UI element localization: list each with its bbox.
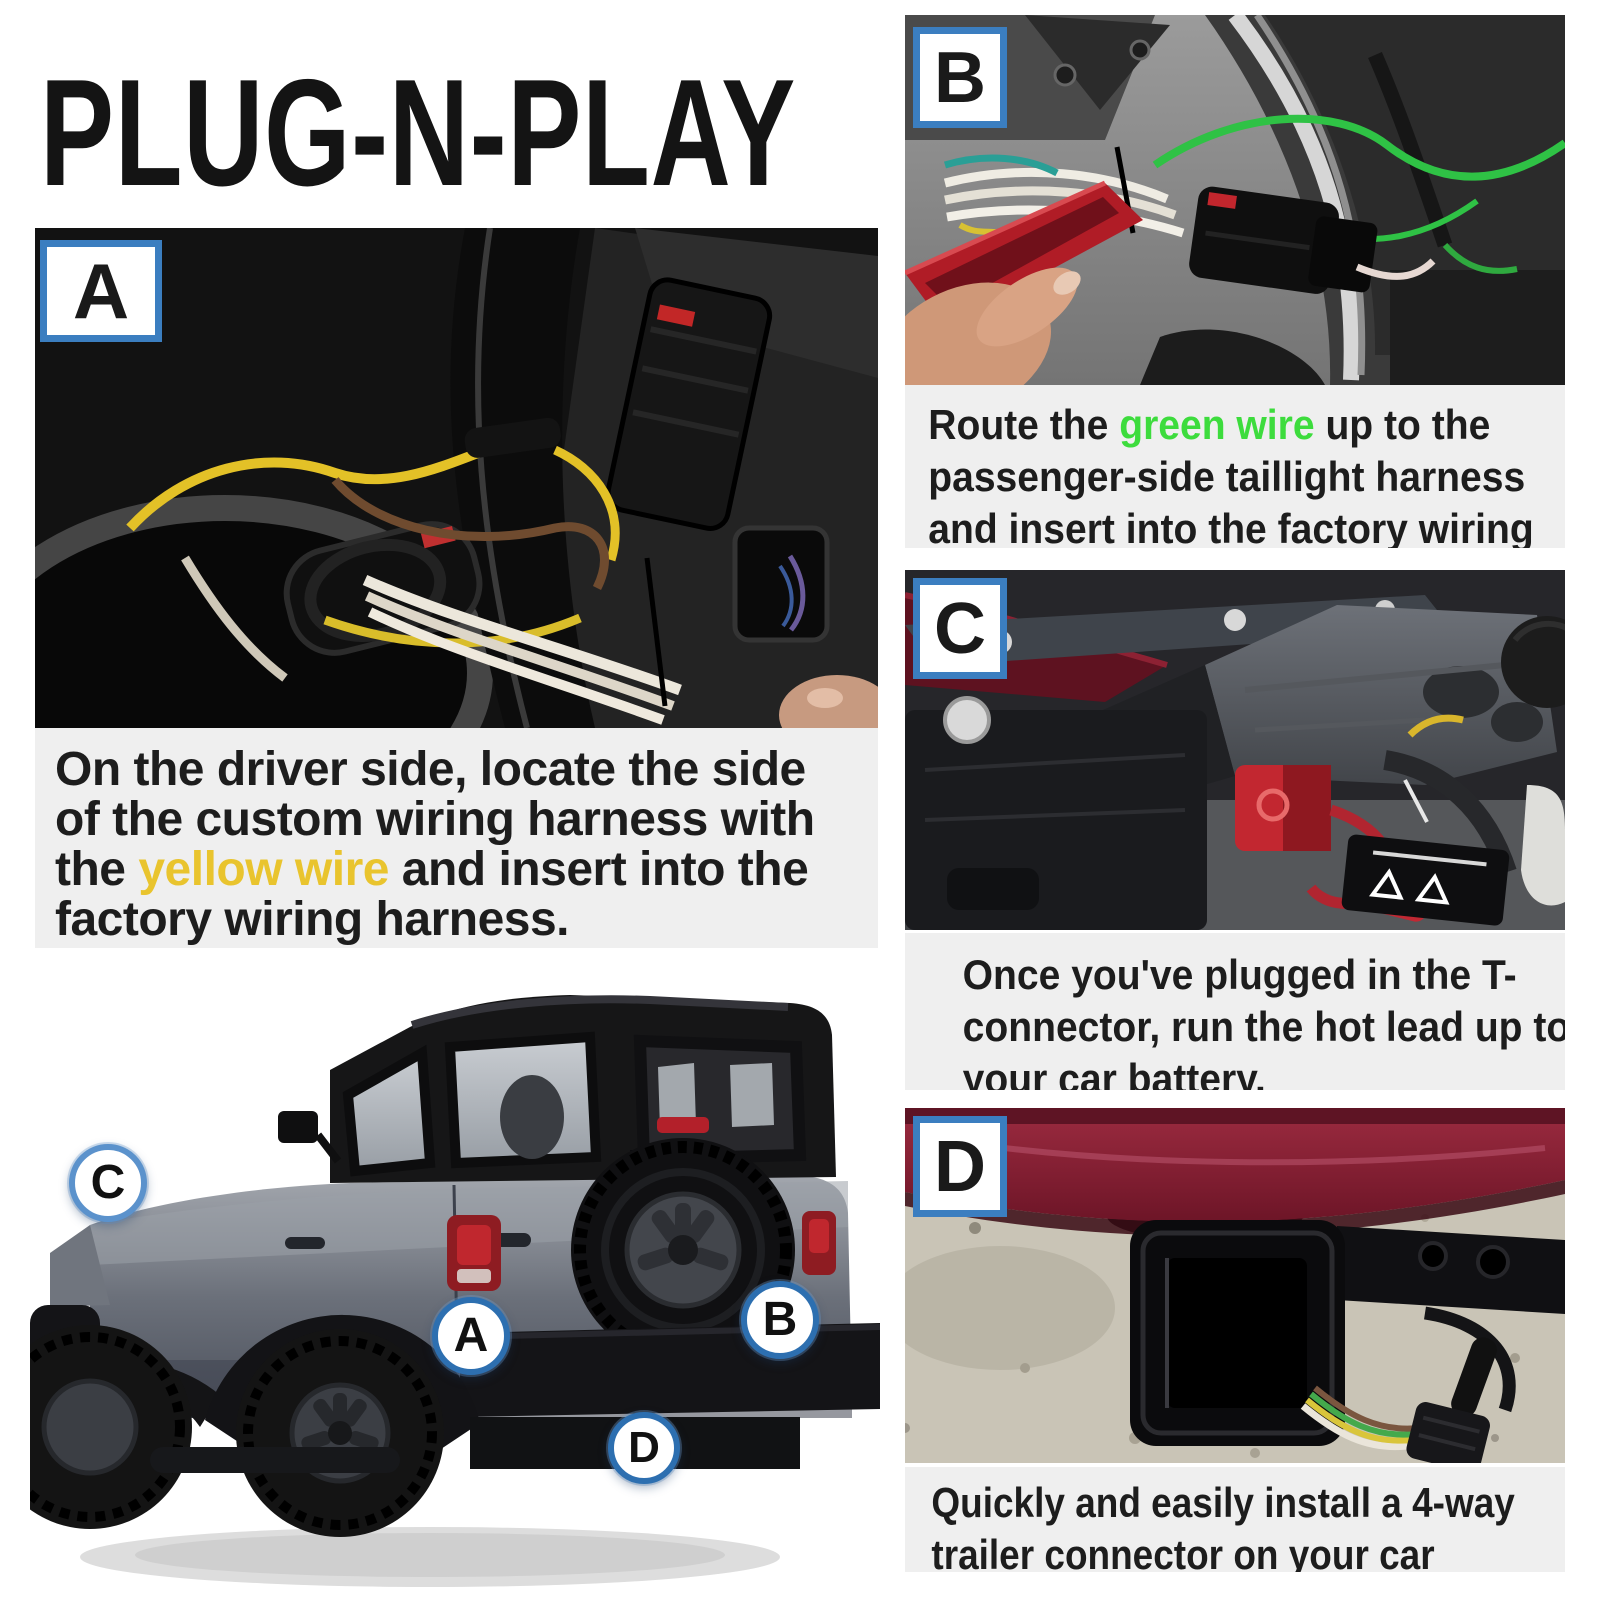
caption-step-d: Quickly and easily install a 4-way trail… [905,1467,1565,1572]
caption-a-highlight-yellow-wire: yellow wire [138,842,389,896]
photo-step-d-hitch-connector: D [905,1108,1565,1463]
step-label-b: B [913,27,1007,128]
photo-c-scene [905,570,1565,930]
caption-b-highlight-green-wire: green wire [1119,401,1315,448]
photo-step-a-driver-side-harness: A [35,228,878,728]
callout-c: C [69,1144,147,1222]
step-label-c: C [913,578,1007,679]
caption-step-c: Once you've plugged in the T-connector, … [905,933,1565,1090]
photo-d-scene [905,1108,1565,1463]
caption-d-text: Quickly and easily install a 4-way trail… [931,1479,1515,1572]
photo-a-scene [35,228,878,728]
photo-step-b-green-wire-taillight: B [905,15,1565,385]
callout-d: D [608,1412,680,1484]
caption-a-text: On the driver side, locate the side of t… [55,743,815,896]
caption-b-text-end: up to the passenger-side taillight harne… [928,401,1534,548]
caption-a-text-end: and insert into the factory wiring harne… [55,842,809,946]
step-label-d: D [913,1116,1007,1217]
caption-step-a: On the driver side, locate the side of t… [35,728,878,948]
caption-c-text: Once you've plugged in the T-connector, … [962,951,1565,1090]
callout-b: B [741,1281,819,1359]
photo-b-scene [905,15,1565,385]
jeep-illustration [30,995,880,1587]
page-title: PLUG-N-PLAY [40,48,797,218]
caption-b-text: Route the [928,401,1120,448]
step-label-a: A [40,240,162,342]
jeep-overview-figure: C A B D [30,975,880,1600]
caption-step-b: Route the green wire up to the passenger… [905,385,1565,548]
callout-a: A [432,1297,510,1375]
photo-step-c-engine-bay-battery: C [905,570,1565,930]
